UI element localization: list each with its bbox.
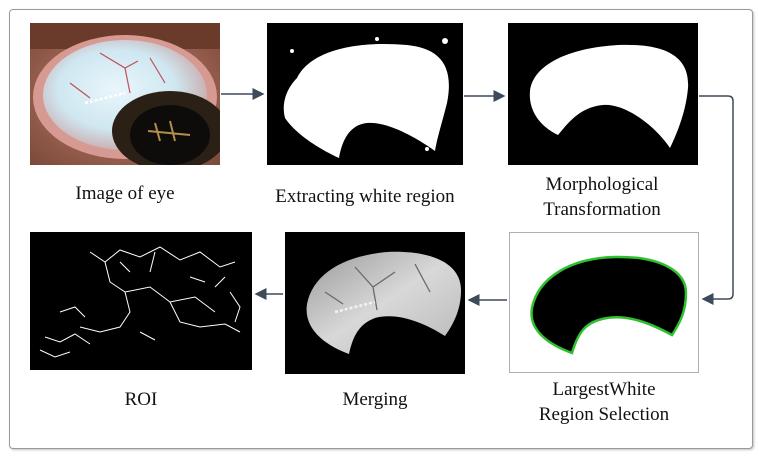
caption-morph: Morphological Transformation bbox=[512, 172, 692, 222]
roi-image bbox=[30, 232, 252, 370]
arrow-morph-to-largest bbox=[699, 95, 734, 305]
caption-eye: Image of eye bbox=[30, 181, 220, 206]
caption-largest-line2: Region Selection bbox=[538, 404, 670, 425]
morphological-image bbox=[508, 23, 698, 165]
caption-roi: ROI bbox=[30, 387, 252, 412]
eye-image bbox=[30, 23, 220, 165]
extract-white-image bbox=[267, 23, 463, 165]
caption-largest: LargestWhite Region Selection bbox=[519, 377, 689, 427]
caption-eye-line1: Image of eye bbox=[75, 183, 175, 204]
merging-image bbox=[285, 232, 465, 374]
largest-region-image bbox=[509, 232, 699, 373]
caption-roi-line1: ROI bbox=[124, 389, 158, 410]
caption-merge: Merging bbox=[285, 387, 465, 412]
caption-merge-line1: Merging bbox=[342, 389, 408, 410]
caption-extract-line1: Extracting white region bbox=[275, 186, 455, 207]
caption-morph-line2: Transformation bbox=[543, 199, 661, 220]
caption-extract: Extracting white region bbox=[262, 184, 468, 209]
caption-morph-line1: Morphological bbox=[545, 174, 659, 195]
caption-largest-line1: LargestWhite bbox=[552, 379, 656, 400]
